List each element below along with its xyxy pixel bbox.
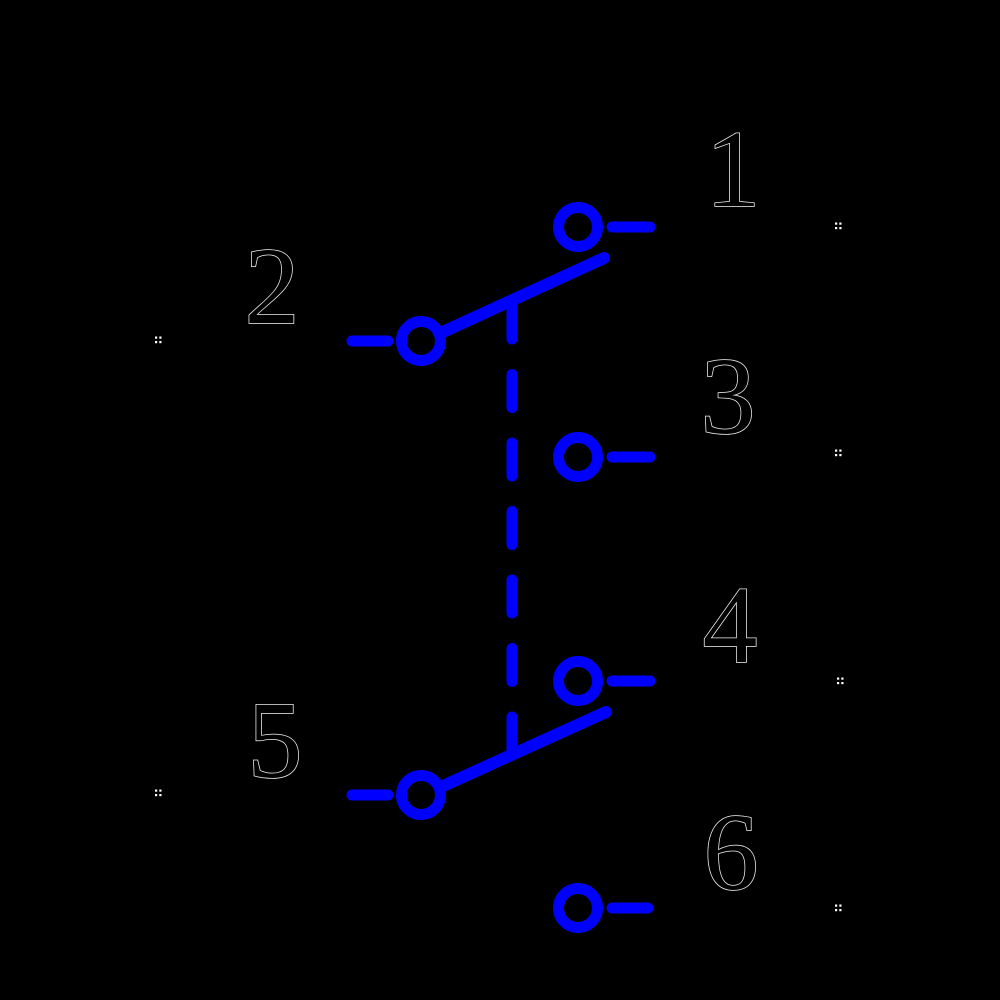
terminal-6-label: 6 (704, 791, 759, 913)
terminal-5-label: 5 (248, 679, 303, 801)
terminal-6-contact-circle (553, 883, 603, 933)
terminal-2-contact-circle (396, 316, 446, 366)
terminal-4-label: 4 (703, 564, 758, 686)
pin-mark-terminal-5 (155, 789, 162, 797)
pin-mark-terminal-3 (835, 449, 842, 457)
pin-mark-terminal-2 (155, 336, 162, 344)
terminal-1: 1 (553, 107, 842, 252)
terminal-2-label: 2 (245, 225, 300, 347)
pin-mark-terminal-6 (835, 904, 842, 912)
terminal-4: 4 (553, 563, 844, 706)
switch-lever-bottom (437, 706, 612, 792)
terminal-2: 2 (155, 224, 446, 366)
switch-lever-top (439, 252, 610, 337)
terminal-5-contact-circle (396, 770, 446, 820)
terminal-3: 3 (553, 334, 842, 482)
terminal-3-contact-circle (553, 432, 603, 482)
pin-mark-terminal-1 (835, 222, 842, 230)
terminal-5: 5 (155, 678, 446, 820)
terminal-4-contact-circle (553, 656, 603, 706)
terminal-6: 6 (553, 790, 842, 933)
terminal-1-contact-circle (553, 202, 603, 252)
pin-mark-terminal-4 (837, 677, 844, 685)
terminal-1-label: 1 (706, 108, 761, 230)
terminal-3-label: 3 (701, 335, 756, 457)
